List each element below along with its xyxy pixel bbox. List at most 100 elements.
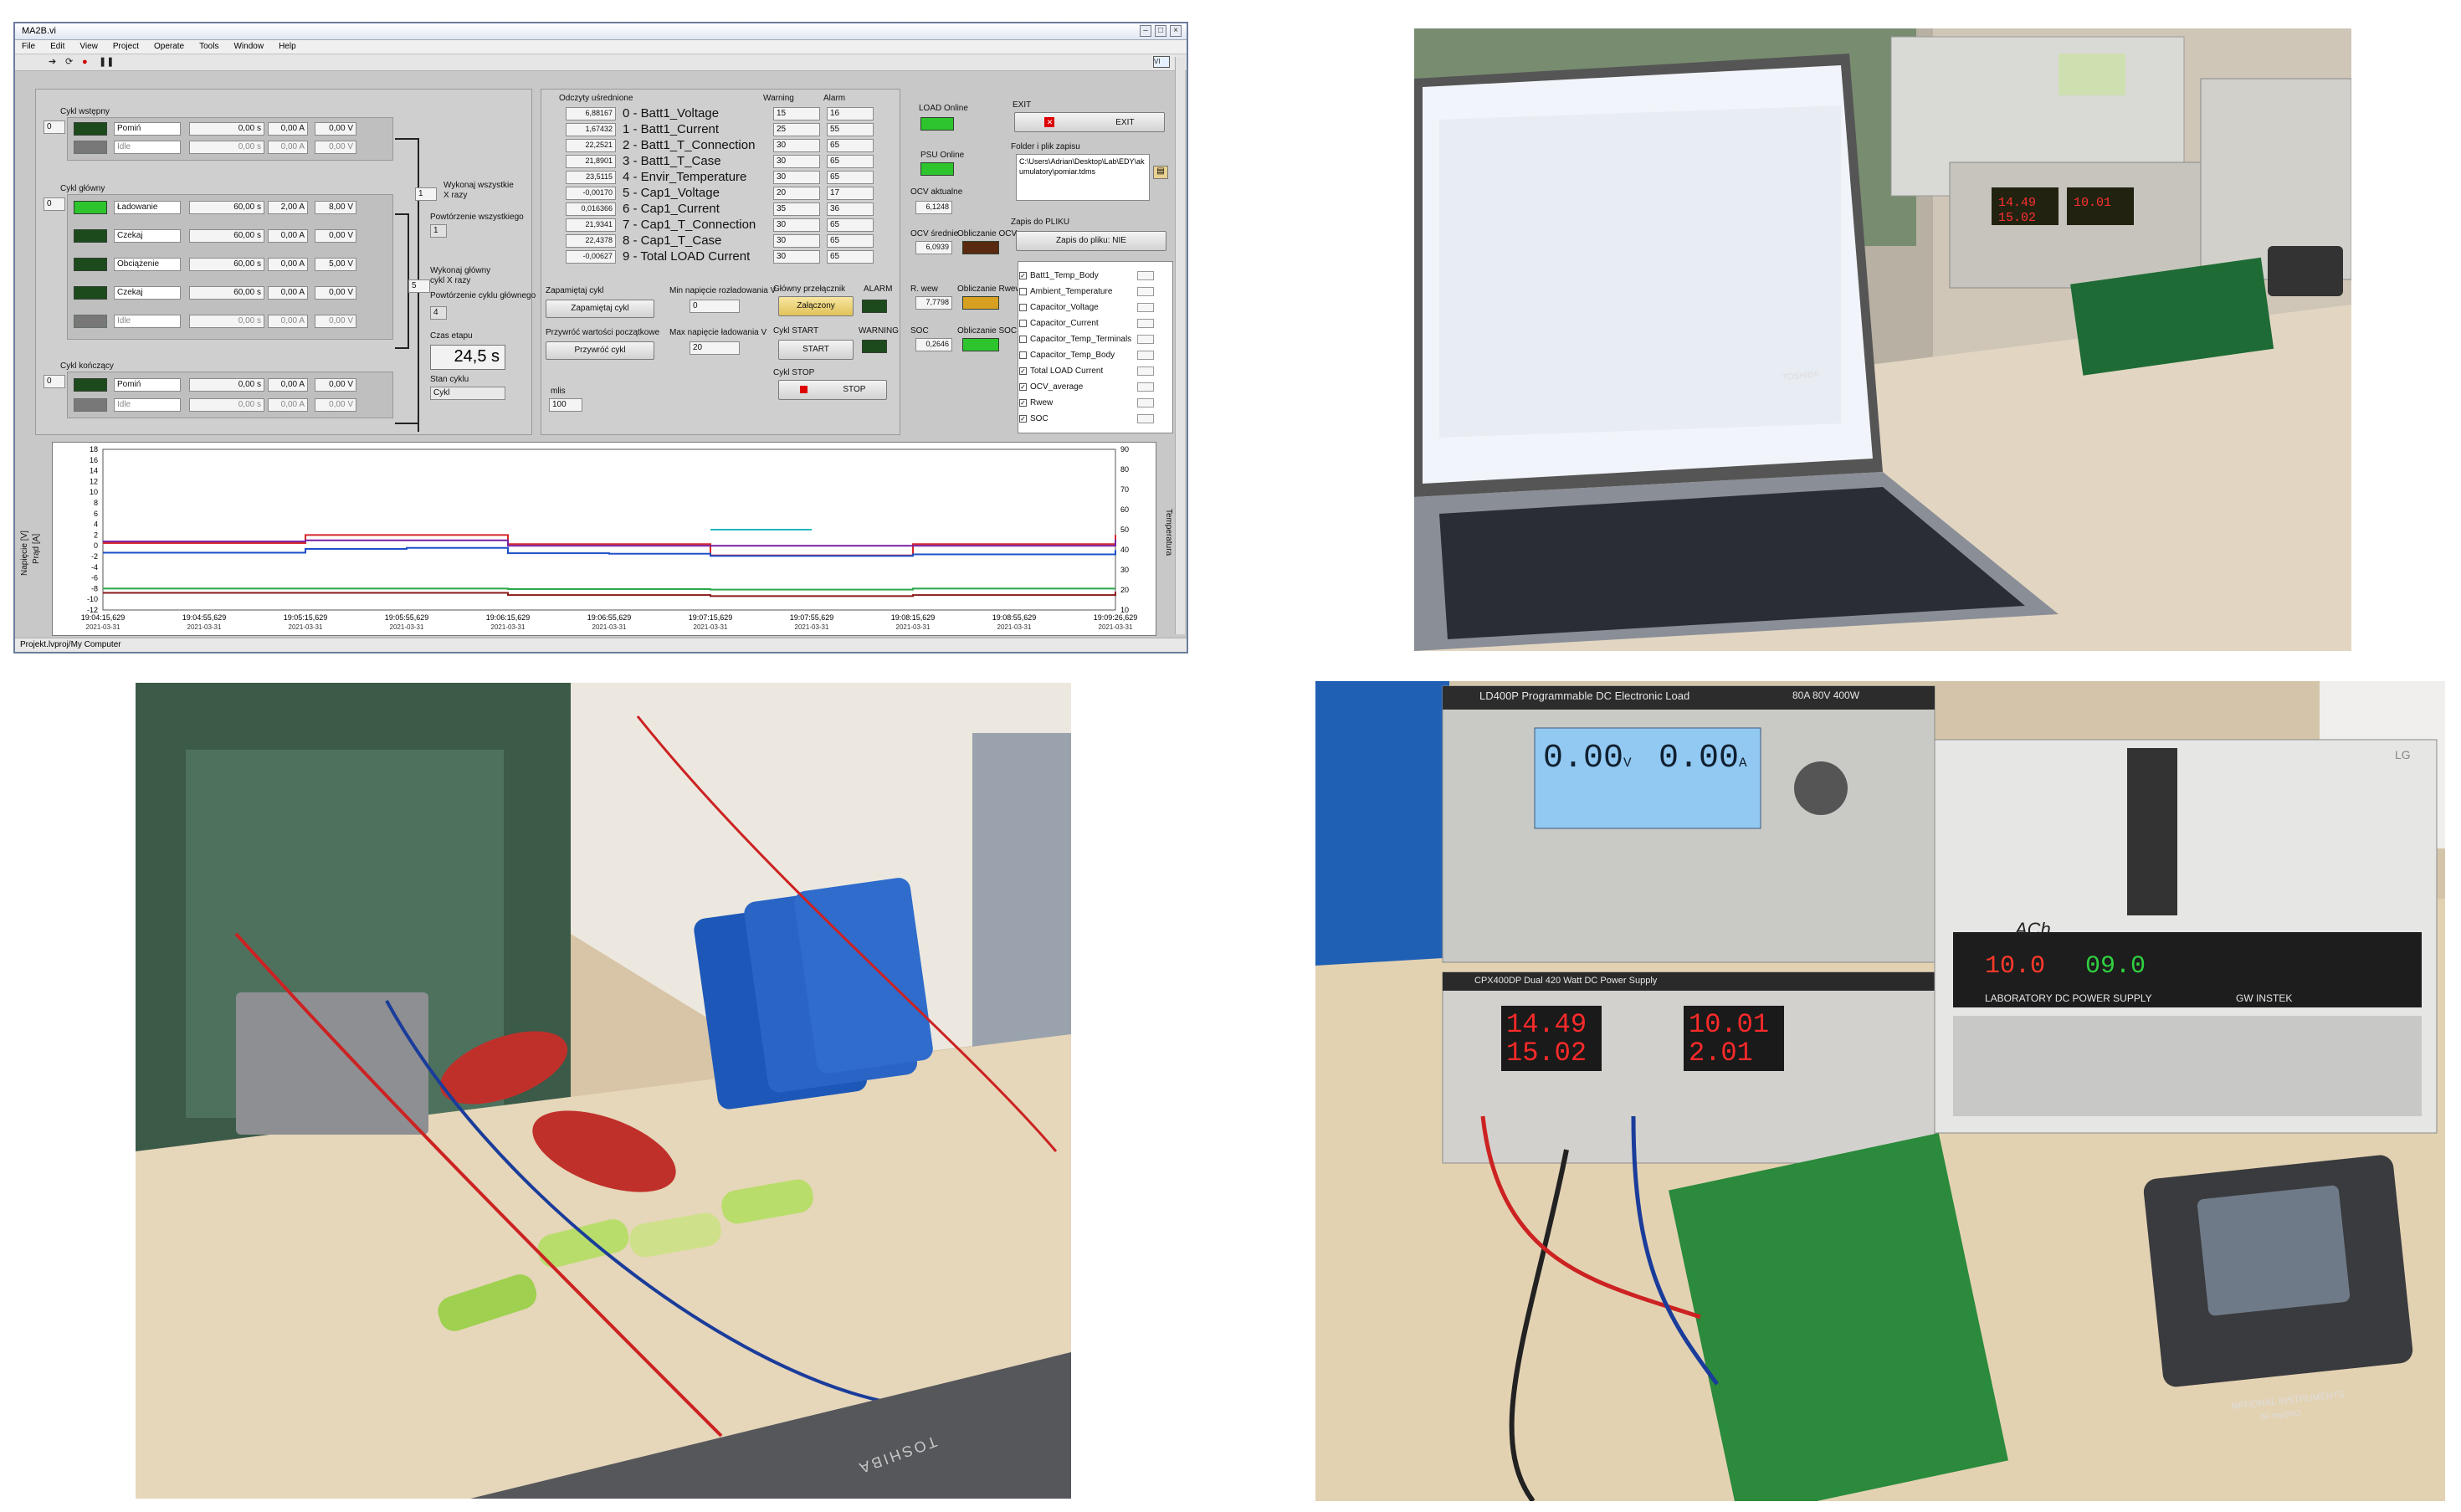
main-row-current[interactable]: 2,00 A [268,201,308,214]
folder-browse-icon[interactable]: ▤ [1153,166,1168,179]
main-row-voltage[interactable]: 8,00 V [315,201,356,214]
final-row-voltage[interactable]: 0,00 V [315,398,356,412]
folder-path-field[interactable]: C:\Users\Adrian\Desktop\Lab\EDY\akumulat… [1016,154,1150,201]
channel-row[interactable]: ✓SOC [1019,411,1154,427]
final-row-current[interactable]: 0,00 A [268,398,308,412]
exit-button[interactable]: ✕ EXIT [1014,112,1165,132]
warning-limit-input[interactable]: 25 [773,123,820,136]
intro-row-voltage[interactable]: 0,00 V [315,122,356,136]
channel-row[interactable]: ✓Batt1_Temp_Body [1019,268,1154,284]
menu-tools[interactable]: Tools [199,42,219,51]
main-row-mode[interactable]: Czekaj [114,229,181,243]
warning-limit-input[interactable]: 30 [773,250,820,264]
run-arrow-icon[interactable]: ➔ [49,57,57,67]
final-row-mode[interactable]: Pomiń [114,378,181,392]
main-cycle-index[interactable]: 0 [44,197,65,211]
intro-row-voltage[interactable]: 0,00 V [315,141,356,154]
channel-row[interactable]: Capacitor_Current [1019,315,1154,331]
vertical-scrollbar[interactable] [1175,57,1185,634]
main-row-time[interactable]: 60,00 s [189,258,264,271]
main-row-time[interactable]: 60,00 s [189,286,264,300]
warning-limit-input[interactable]: 15 [773,107,820,120]
menu-window[interactable]: Window [233,42,264,51]
checkbox-icon[interactable] [1019,320,1027,327]
alarm-limit-input[interactable]: 17 [827,187,874,200]
warning-limit-input[interactable]: 30 [773,234,820,248]
main-switch-button[interactable]: Załączony [778,296,854,316]
max-voltage-input[interactable]: 20 [690,341,740,355]
main-row-mode[interactable]: Idle [114,315,181,328]
intro-row-current[interactable]: 0,00 A [268,141,308,154]
main-row-voltage[interactable]: 5,00 V [315,258,356,271]
checkbox-icon[interactable] [1019,351,1027,359]
main-row-voltage[interactable]: 0,00 V [315,229,356,243]
run-continuous-icon[interactable]: ⟳ [65,57,74,67]
intro-row-current[interactable]: 0,00 A [268,122,308,136]
main-row-current[interactable]: 0,00 A [268,229,308,243]
checkbox-icon[interactable]: ✓ [1019,367,1027,375]
final-row-time[interactable]: 0,00 s [189,378,264,392]
restore-button[interactable]: Przywróć cykl [546,341,654,360]
main-row-time[interactable]: 0,00 s [189,315,264,328]
intro-row-time[interactable]: 0,00 s [189,141,264,154]
main-row-time[interactable]: 60,00 s [189,229,264,243]
main-row-mode[interactable]: Obciążenie [114,258,181,271]
warning-limit-input[interactable]: 30 [773,155,820,168]
repeat-main-input[interactable]: 5 [408,279,430,293]
checkbox-icon[interactable] [1019,288,1027,295]
final-row-mode[interactable]: Idle [114,398,181,412]
checkbox-icon[interactable]: ✓ [1019,383,1027,391]
maximize-icon[interactable]: □ [1155,25,1166,37]
alarm-limit-input[interactable]: 55 [827,123,874,136]
channel-row[interactable]: Capacitor_Voltage [1019,300,1154,315]
intro-row-mode[interactable]: Idle [114,141,181,154]
checkbox-icon[interactable] [1019,304,1027,311]
stop-button[interactable]: STOP [778,380,887,400]
channel-row[interactable]: ✓Total LOAD Current [1019,363,1154,379]
checkbox-icon[interactable] [1019,336,1027,343]
menu-project[interactable]: Project [112,42,139,51]
alarm-limit-input[interactable]: 65 [827,155,874,168]
warning-limit-input[interactable]: 35 [773,202,820,216]
warning-limit-input[interactable]: 30 [773,139,820,152]
pause-icon[interactable]: ❚❚ [99,57,115,67]
menu-edit[interactable]: Edit [50,42,65,51]
intro-row-mode[interactable]: Pomiń [114,122,181,136]
menu-view[interactable]: View [79,42,98,51]
main-row-current[interactable]: 0,00 A [268,258,308,271]
alarm-limit-input[interactable]: 65 [827,171,874,184]
final-row-current[interactable]: 0,00 A [268,378,308,392]
menu-operate[interactable]: Operate [153,42,185,51]
save-cycle-button[interactable]: Zapamiętaj cykl [546,300,654,318]
warning-limit-input[interactable]: 20 [773,187,820,200]
main-row-current[interactable]: 0,00 A [268,286,308,300]
main-row-mode[interactable]: Ładowanie [114,201,181,214]
main-row-voltage[interactable]: 0,00 V [315,286,356,300]
intro-row-time[interactable]: 0,00 s [189,122,264,136]
intro-cycle-index[interactable]: 0 [44,120,65,134]
start-button[interactable]: START [778,340,854,360]
alarm-limit-input[interactable]: 65 [827,139,874,152]
final-cycle-index[interactable]: 0 [44,375,65,388]
menu-help[interactable]: Help [279,42,296,51]
warning-limit-input[interactable]: 30 [773,218,820,232]
final-row-voltage[interactable]: 0,00 V [315,378,356,392]
main-row-voltage[interactable]: 0,00 V [315,315,356,328]
millis-input[interactable]: 100 [549,398,582,412]
close-icon[interactable]: × [1170,25,1182,37]
checkbox-icon[interactable]: ✓ [1019,272,1027,279]
channel-row[interactable]: Capacitor_Temp_Body [1019,347,1154,363]
warning-limit-input[interactable]: 30 [773,171,820,184]
save-file-button[interactable]: Zapis do pliku: NIE [1016,231,1166,251]
alarm-limit-input[interactable]: 16 [827,107,874,120]
channel-row[interactable]: ✓OCV_average [1019,379,1154,395]
main-row-current[interactable]: 0,00 A [268,315,308,328]
main-row-time[interactable]: 60,00 s [189,201,264,214]
channel-row[interactable]: Capacitor_Temp_Terminals [1019,331,1154,347]
abort-icon[interactable]: ● [82,57,88,67]
minimize-icon[interactable]: – [1140,25,1151,37]
min-voltage-input[interactable]: 0 [690,300,740,313]
checkbox-icon[interactable]: ✓ [1019,415,1027,423]
final-row-time[interactable]: 0,00 s [189,398,264,412]
channel-row[interactable]: Ambient_Temperature [1019,284,1154,300]
